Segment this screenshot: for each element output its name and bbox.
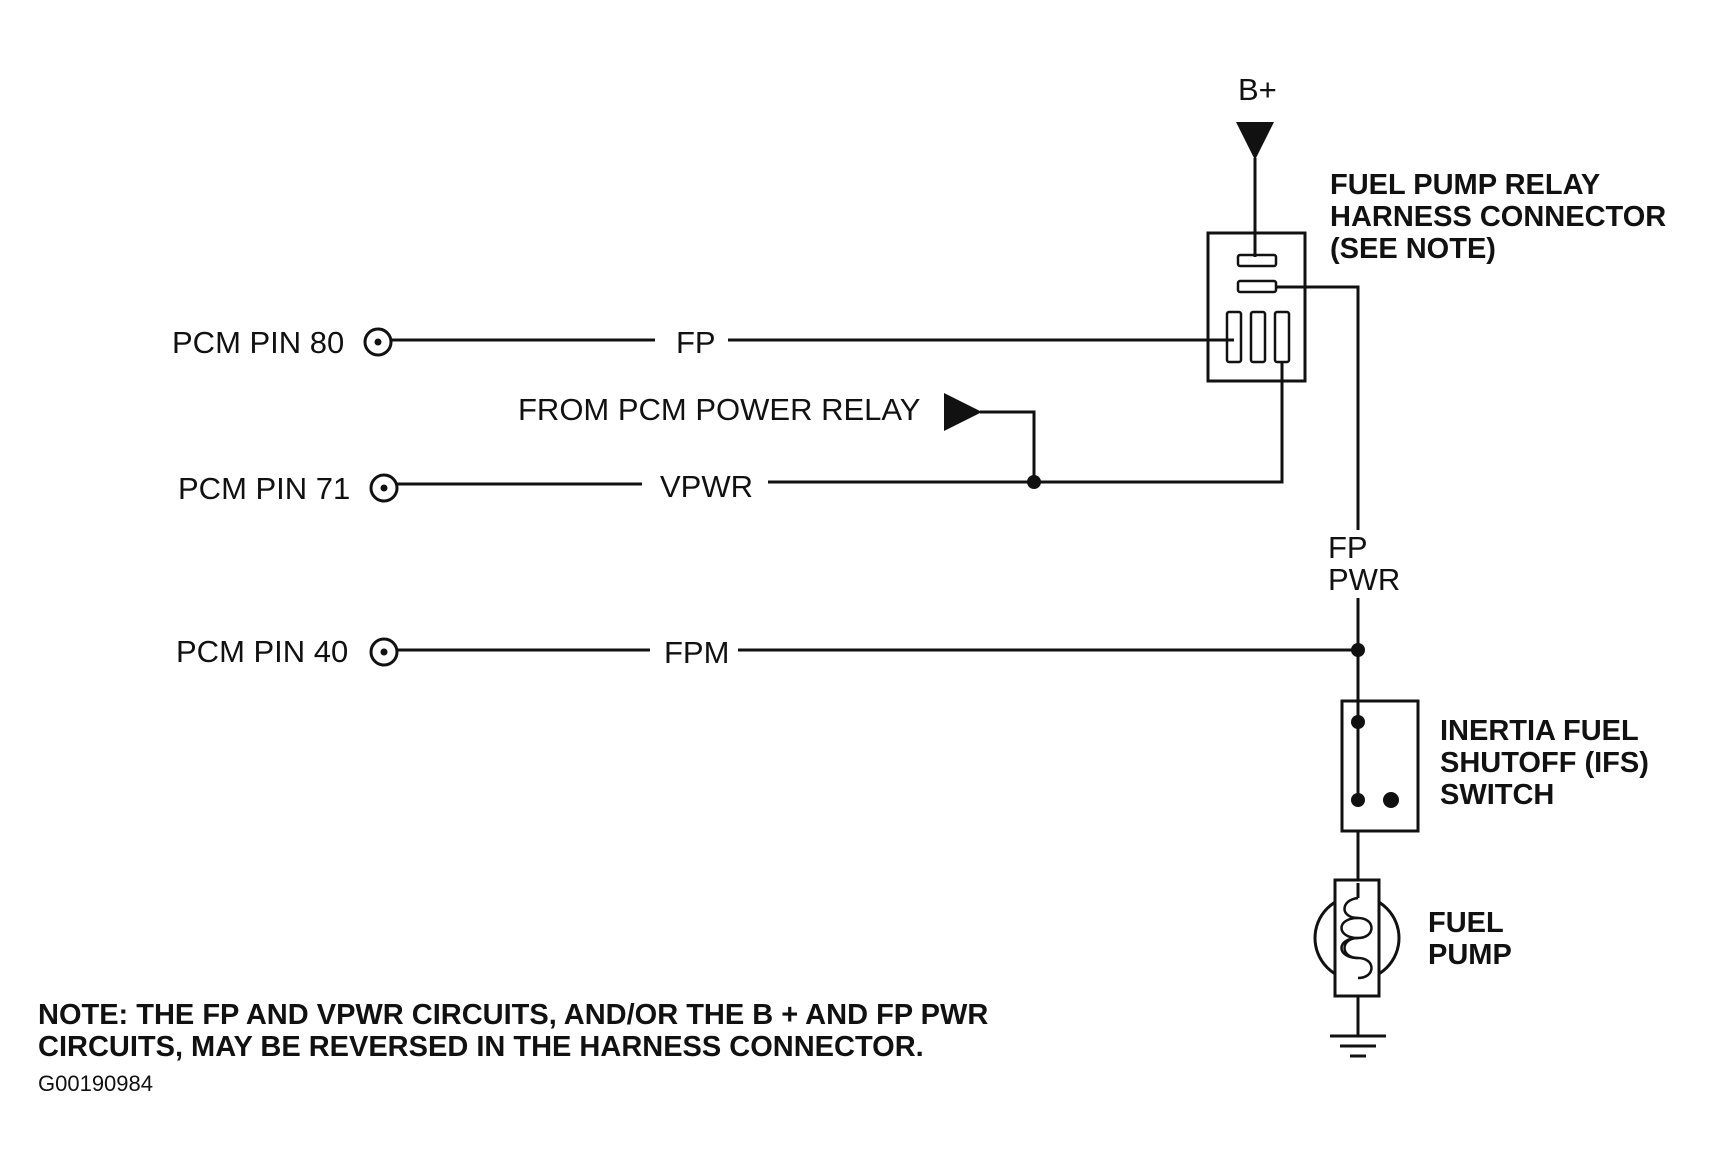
svg-text:HARNESS CONNECTOR: HARNESS CONNECTOR — [1330, 201, 1666, 233]
battery-arrow — [1236, 122, 1274, 160]
pcm-pin-80-terminal — [363, 327, 393, 357]
relay-harness-connector — [1206, 231, 1307, 383]
pcm-pin-40-label: PCM PIN 40 — [176, 634, 348, 669]
pcm-pin-71-label: PCM PIN 71 — [178, 471, 350, 506]
fp-pwr-label: FP PWR — [1328, 530, 1400, 597]
pcm-power-relay-wire — [980, 410, 1036, 482]
figure-code: G00190984 — [38, 1071, 153, 1096]
svg-text:FUEL PUMP RELAY: FUEL PUMP RELAY — [1330, 169, 1600, 201]
fuel-pump — [1313, 878, 1401, 998]
reversal-note: NOTE: THE FP AND VPWR CIRCUITS, AND/OR T… — [38, 999, 988, 1063]
fp-pwr-wire — [1276, 285, 1360, 530]
svg-text:SHUTOFF (IFS): SHUTOFF (IFS) — [1440, 747, 1649, 779]
fuel-pump-label: FUEL PUMP — [1428, 907, 1512, 971]
relay-connector-label: FUEL PUMP RELAY HARNESS CONNECTOR (SEE N… — [1330, 169, 1666, 265]
ground-symbol — [1330, 996, 1386, 1058]
from-pcm-power-relay-label: FROM PCM POWER RELAY — [518, 392, 920, 427]
svg-text:SWITCH: SWITCH — [1440, 779, 1554, 811]
pcm-pin-71-terminal — [369, 473, 399, 503]
pcm-power-relay-arrow — [944, 393, 982, 431]
fp-wire-label: FP — [676, 325, 716, 360]
pcm-pin-40-terminal — [369, 637, 399, 667]
vpwr-wire-right — [768, 362, 1284, 484]
svg-text:PWR: PWR — [1328, 562, 1400, 597]
svg-text:INERTIA FUEL: INERTIA FUEL — [1440, 715, 1639, 747]
ifs-switch — [1340, 699, 1420, 833]
fpm-wire-label: FPM — [664, 635, 729, 670]
svg-text:CIRCUITS, MAY BE REVERSED IN T: CIRCUITS, MAY BE REVERSED IN THE HARNESS… — [38, 1031, 924, 1063]
svg-text:(SEE NOTE): (SEE NOTE) — [1330, 233, 1496, 265]
svg-text:PUMP: PUMP — [1428, 939, 1512, 971]
pcm-pin-80-label: PCM PIN 80 — [172, 325, 344, 360]
svg-text:FUEL: FUEL — [1428, 907, 1504, 939]
svg-text:FP: FP — [1328, 530, 1368, 565]
vpwr-wire-label: VPWR — [660, 469, 753, 504]
ifs-switch-label: INERTIA FUEL SHUTOFF (IFS) SWITCH — [1440, 715, 1649, 811]
battery-label: B+ — [1238, 72, 1277, 107]
fpm-junction — [1351, 643, 1365, 657]
svg-text:NOTE: THE FP AND VPWR CIRCUITS: NOTE: THE FP AND VPWR CIRCUITS, AND/OR T… — [38, 999, 988, 1031]
